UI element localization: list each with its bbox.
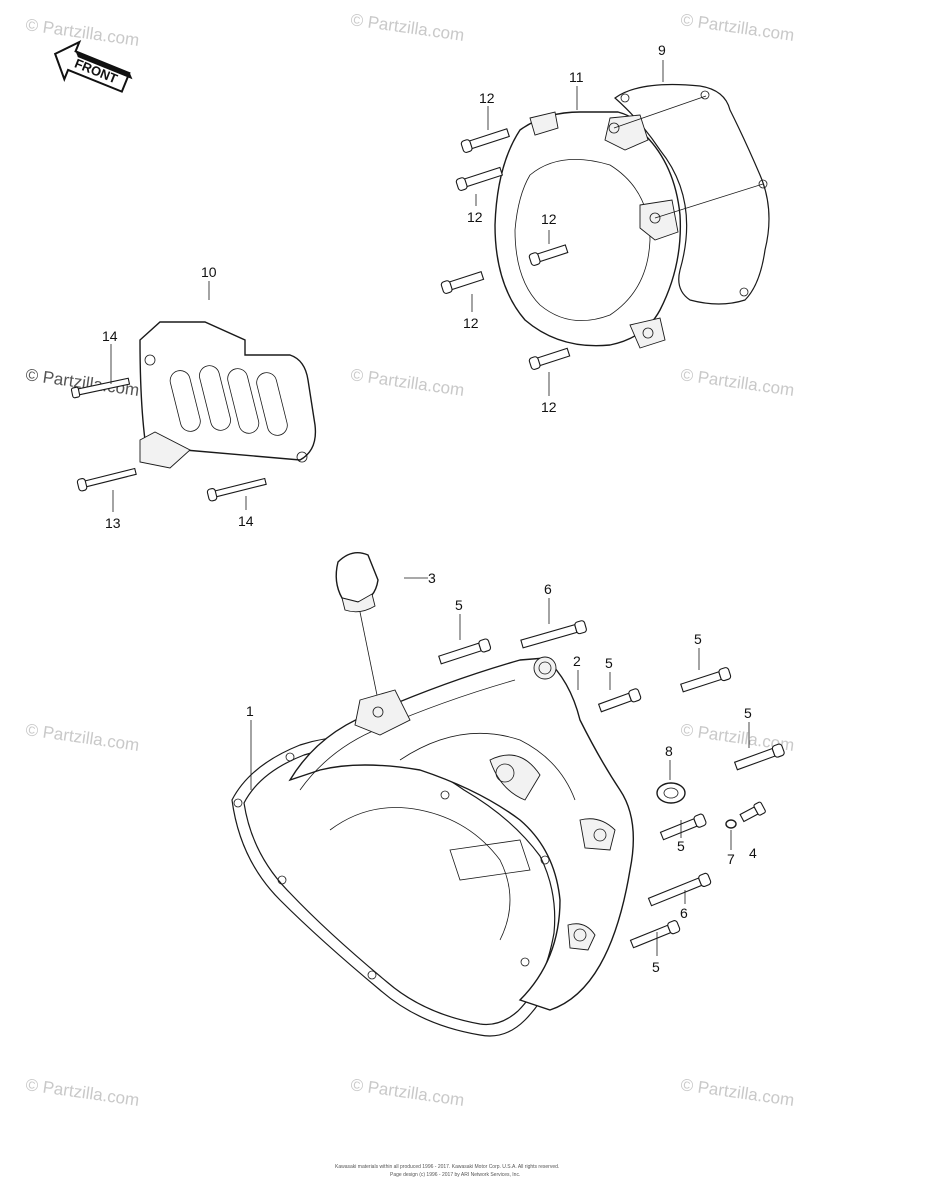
callout-5: 5 [605,655,613,671]
footer-line-1: Kawasaki materials within all produced 1… [335,1164,559,1170]
callout-12: 12 [467,209,483,225]
part-6-bolt [647,872,712,907]
callout-6: 6 [680,905,688,921]
callout-labels: 9 11 12 12 12 12 12 10 14 13 14 3 5 6 2 … [102,42,757,975]
part-12-screws [440,128,571,370]
watermark: © Partzilla.com [24,1075,140,1110]
callout-4: 4 [749,845,757,861]
part-5-bolt [438,638,492,665]
watermark: © Partzilla.com [349,10,465,45]
callout-5: 5 [652,959,660,975]
callout-14: 14 [102,328,118,344]
part-6-bolt [520,620,587,649]
part-5-bolt [629,920,681,949]
callout-5: 5 [455,597,463,613]
watermark: © Partzilla.com [679,1075,795,1110]
callout-12: 12 [479,90,495,106]
part-5-bolt [659,813,707,841]
watermark-group: © Partzilla.com © Partzilla.com © Partzi… [24,10,795,1110]
callout-11: 11 [569,69,584,85]
callout-5: 5 [744,705,752,721]
part-14-bolt [206,477,267,502]
part-2-clutch-cover [288,656,634,1011]
callout-12: 12 [463,315,479,331]
watermark: © Partzilla.com [679,10,795,45]
part-10-chain-cover [139,321,317,469]
watermark: © Partzilla.com [349,1075,465,1110]
callout-5: 5 [677,838,685,854]
copyright-footer: Kawasaki materials within all produced 1… [335,1164,559,1178]
callout-10: 10 [201,264,217,280]
callout-9: 9 [658,42,666,58]
part-9-gasket [614,83,770,305]
part-5-bolt [733,743,785,771]
callout-3: 3 [428,570,436,586]
callout-12: 12 [541,211,557,227]
leader-lines [110,60,750,956]
watermark: © Partzilla.com [349,365,465,400]
part-13-bolt [76,467,137,492]
part-14-bolt [70,377,131,399]
footer-line-2: Page design (c) 1996 - 2017 by ARI Netwo… [390,1172,520,1178]
part-5-bolt [597,688,642,713]
callout-14: 14 [238,513,254,529]
callout-1: 1 [246,703,254,719]
callout-13: 13 [105,515,121,531]
callout-12: 12 [541,399,557,415]
watermark: © Partzilla.com [24,720,140,755]
watermark: © Partzilla.com [24,15,140,50]
callout-8: 8 [665,743,673,759]
callout-7: 7 [727,851,735,867]
part-11-generator-cover [494,95,764,349]
part-3-oil-filler-cap [335,552,379,701]
part-4-bolt [739,801,766,823]
part-5-bolt [680,667,732,693]
callout-5: 5 [694,631,702,647]
part-8-oil-seal [656,782,686,804]
watermark: © Partzilla.com [679,365,795,400]
callout-6: 6 [544,581,552,597]
callout-2: 2 [573,653,581,669]
part-7-washer [725,819,737,829]
